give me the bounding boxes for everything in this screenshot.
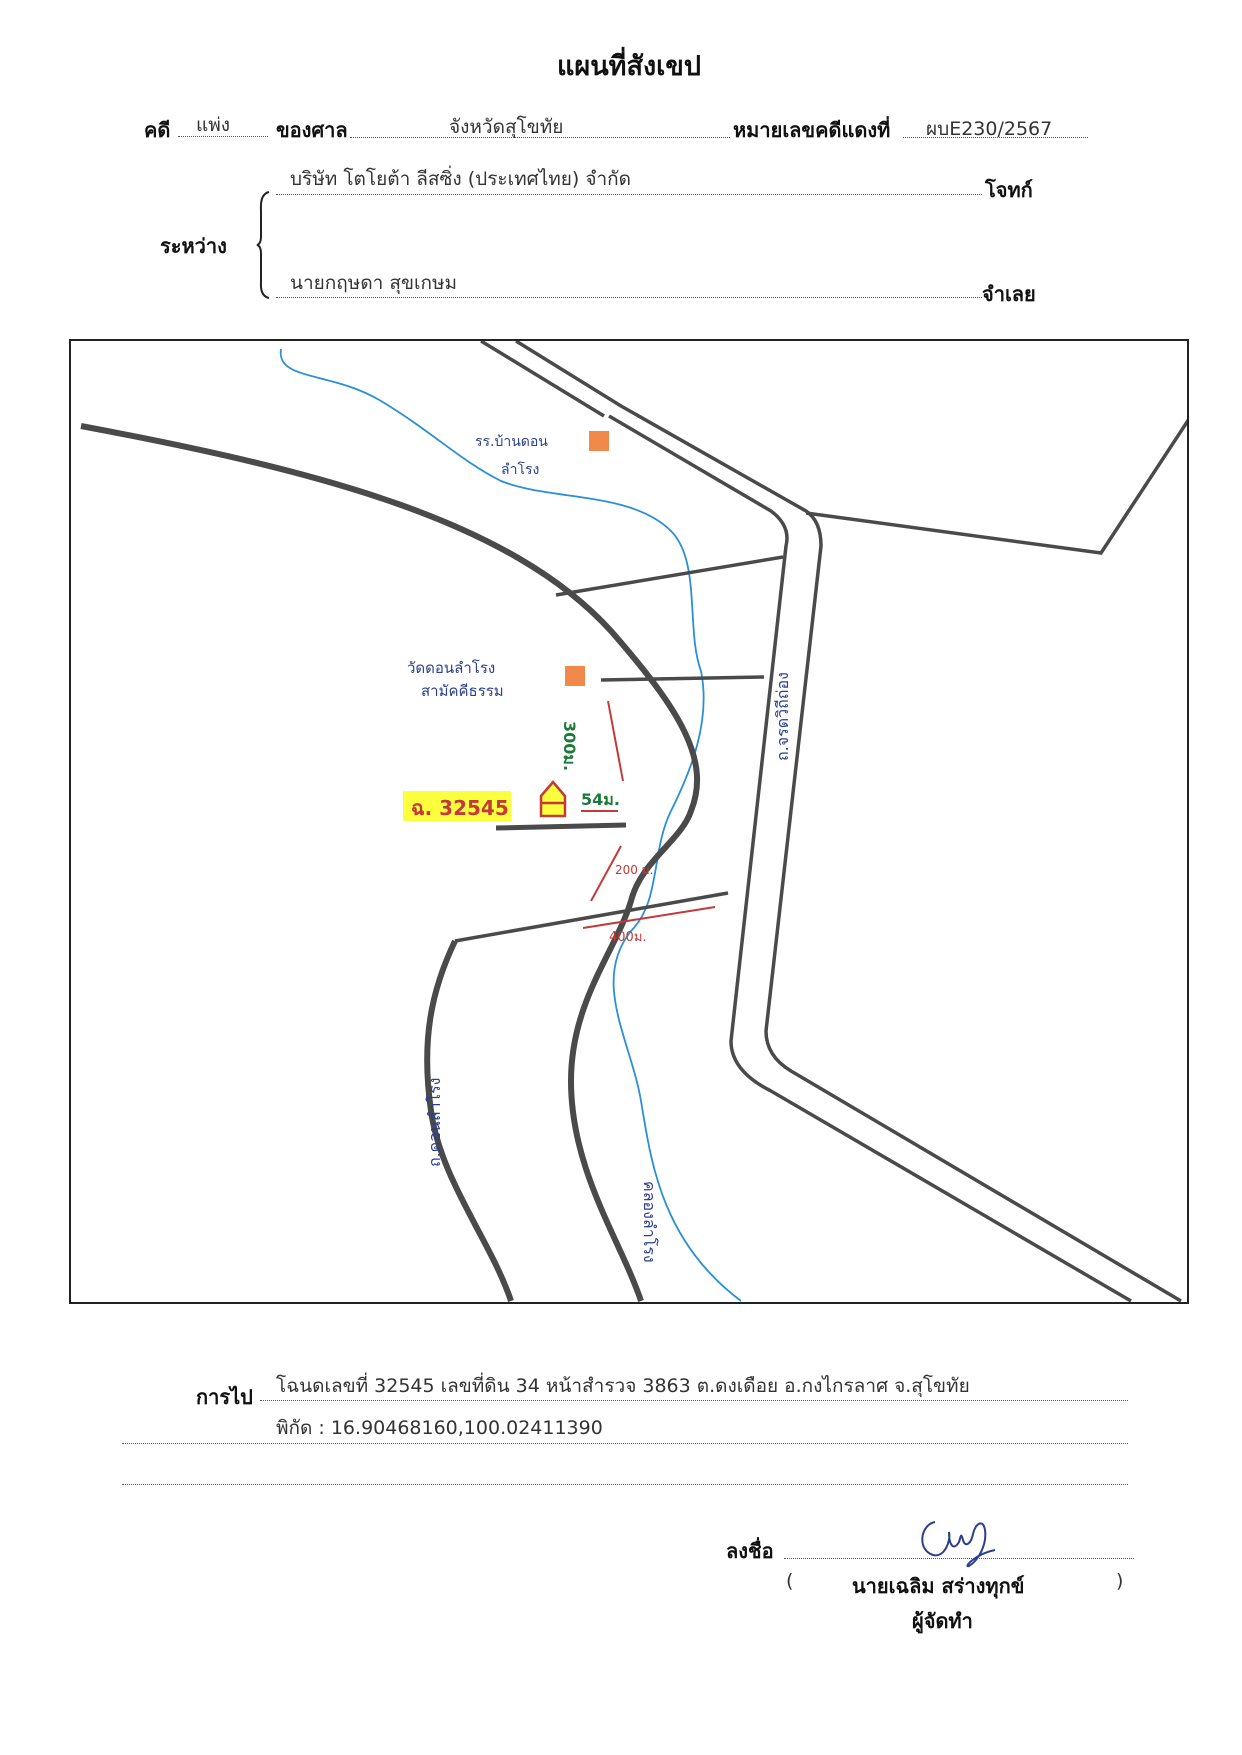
court-label: ของศาล xyxy=(276,118,348,142)
canal-line xyxy=(279,348,742,1302)
page-title: แผนที่สังเขป xyxy=(557,51,701,82)
ne-road xyxy=(805,418,1187,555)
directions-line3-dots xyxy=(122,1484,1128,1485)
connector-roads xyxy=(454,555,784,943)
plaintiff-dots xyxy=(276,194,982,195)
directions-line2: พิกัด : 16.90468160,100.02411390 xyxy=(276,1417,603,1439)
case-label: คดี xyxy=(144,118,171,142)
red-case-number: ผบE230/2567 xyxy=(926,118,1053,140)
sketch-map: รร.บ้านดอน ลำโรง วัดดอนลำโรง สามัคคีธรรม… xyxy=(69,339,1189,1304)
distance-400-label: 400ม. xyxy=(609,930,647,945)
temple-icon xyxy=(565,666,585,686)
signer-name: นายเฉลิม สร่างทุกข์ xyxy=(852,1574,1025,1598)
main-road-label: ถ.จรดวิถีถ่อง xyxy=(773,672,792,761)
local-road xyxy=(80,423,701,1302)
distance-200-label: 200 ม. xyxy=(615,863,654,877)
signature-image xyxy=(921,1521,996,1568)
school-label-line2: ลำโรง xyxy=(501,462,540,478)
directions-line2-dots xyxy=(122,1443,1128,1444)
case-type: แพ่ง xyxy=(196,114,231,136)
directions-label: การไป xyxy=(196,1385,253,1409)
temple-label-line1: วัดดอนลำโรง xyxy=(407,659,496,677)
main-road xyxy=(480,341,1182,1302)
sw-road xyxy=(424,939,514,1302)
local-road-label: ถ.ดอนลำโรง xyxy=(425,1077,444,1168)
sign-paren-close: ) xyxy=(1116,1570,1124,1592)
red-case-label: หมายเลขคดีแดงที่ xyxy=(733,118,891,142)
school-icon xyxy=(589,431,609,451)
case-type-dots xyxy=(178,136,268,137)
plaintiff-name: บริษัท โตโยต้า ลีสซิ่ง (ประเทศไทย) จำกัด xyxy=(290,168,632,190)
directions-line1: โฉนดเลขที่ 32545 เลขที่ดิน 34 หน้าสำรวจ … xyxy=(276,1375,970,1397)
house-icon xyxy=(539,780,567,818)
defendant-name: นายกฤษดา สุขเกษม xyxy=(290,272,458,294)
defendant-role: จำเลย xyxy=(982,282,1036,306)
signer-role: ผู้จัดทำ xyxy=(912,1609,973,1633)
map-drawing xyxy=(80,341,1187,1302)
sign-dots xyxy=(784,1558,1134,1559)
temple-label-line2: สามัคคีธรรม xyxy=(421,682,504,700)
defendant-dots xyxy=(276,297,982,298)
red-case-dots xyxy=(903,137,1088,138)
distance-markers xyxy=(581,700,716,929)
directions-line1-dots xyxy=(260,1400,1128,1401)
distance-300-label: 300ม. xyxy=(560,721,579,772)
sign-label: ลงชื่อ xyxy=(726,1539,774,1563)
canal-label: คลองลำโรง xyxy=(640,1181,659,1263)
plaintiff-role: โจทก์ xyxy=(985,178,1033,202)
parcel-label: ฉ. 32545 xyxy=(411,796,509,820)
school-label-line1: รร.บ้านดอน xyxy=(475,434,548,450)
court-name: จังหวัดสุโขทัย xyxy=(449,116,564,138)
distance-54-label: 54ม. xyxy=(581,790,620,809)
brace-icon xyxy=(256,191,270,299)
between-label: ระหว่าง xyxy=(160,234,227,258)
sign-paren-open: ( xyxy=(786,1570,794,1592)
court-name-dots xyxy=(350,137,730,138)
parcel-highlight xyxy=(403,791,511,821)
